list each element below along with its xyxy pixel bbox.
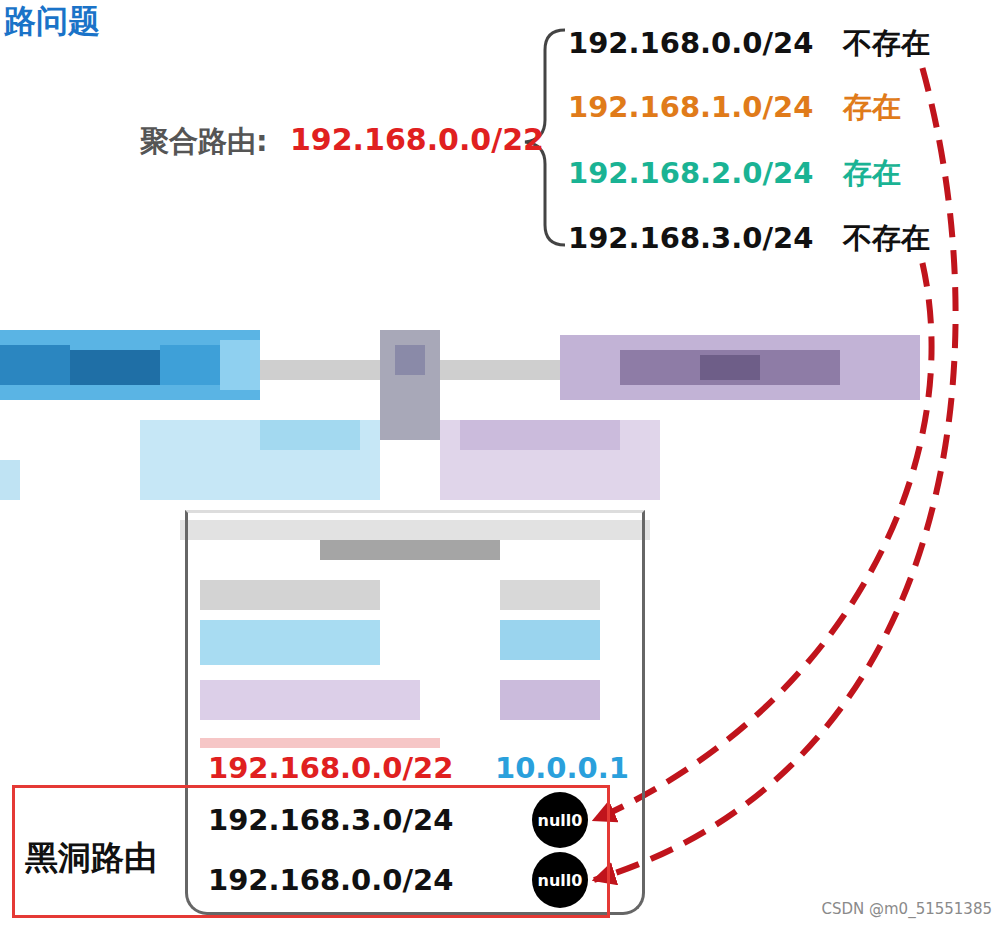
node-text: 存在: [843, 88, 901, 128]
node-text: 192.168.1.0/24: [568, 90, 813, 124]
blurred-pixel: [260, 420, 360, 450]
blurred-pixel: [0, 330, 260, 400]
node-text: 192.168.3.0/24: [208, 803, 453, 837]
blurred-pixel: [0, 460, 20, 500]
blurred-pixel: [500, 620, 600, 660]
route-entry: 192.168.2.0/24 存在: [568, 154, 901, 194]
node-text: 黑洞路由: [25, 836, 157, 881]
node-text: 不存在: [843, 24, 930, 64]
watermark: CSDN @m0_51551385: [821, 900, 992, 918]
blurred-pixel: [200, 580, 380, 610]
blurred-pixel: [380, 330, 440, 440]
blurred-pixel: [0, 345, 70, 385]
blurred-pixel: [460, 420, 620, 450]
null0-circle: null0: [532, 792, 588, 848]
blurred-pixel: [160, 345, 220, 385]
node-text: 192.168.0.0/24: [208, 863, 453, 897]
blurred-pixel: [620, 350, 840, 385]
routing-table: 192.168.0.0/22 10.0.0.1: [185, 510, 645, 915]
node-text: 10.0.0.1: [495, 751, 629, 785]
blurred-pixel: [395, 345, 425, 375]
node-text: null0: [538, 871, 583, 890]
route-entry: 192.168.1.0/24 存在: [568, 88, 901, 128]
node-text: 不存在: [843, 219, 930, 259]
blurred-pixel: [200, 620, 380, 665]
label-text: 聚合路由:: [140, 122, 268, 162]
blurred-pixel: [320, 540, 500, 560]
blurred-pixel: [440, 420, 660, 500]
blurred-pixel: [560, 335, 920, 400]
node-text: 存在: [843, 154, 901, 194]
route-entry: 192.168.3.0/24 不存在: [568, 219, 930, 259]
blurred-pixel: [140, 420, 380, 500]
blurred-pixel: [220, 340, 260, 390]
blurred-pixel: [700, 355, 760, 380]
blurred-pixel: [200, 738, 440, 748]
blurred-pixel: [200, 680, 420, 720]
blurred-pixel: [70, 350, 160, 385]
blurred-pixel: [180, 520, 650, 540]
node-text: 192.168.2.0/24: [568, 156, 813, 190]
node-text: 192.168.3.0/24: [568, 221, 813, 255]
node-text: 192.168.0.0/22: [208, 751, 453, 785]
blurred-pixel: [500, 580, 600, 610]
route-entry: 192.168.0.0/24 不存在: [568, 24, 930, 64]
node-text: null0: [538, 811, 583, 830]
aggregate-prefix: 192.168.0.0/22: [290, 122, 544, 157]
blurred-pixel: [500, 680, 600, 720]
page-title: 路问题: [4, 0, 100, 44]
blackhole-box: 黑洞路由 192.168.3.0/24 192.168.0.0/24 null0 nul…: [12, 785, 610, 918]
null0-circle: null0: [532, 852, 588, 908]
node-text: 192.168.0.0/24: [568, 26, 813, 60]
